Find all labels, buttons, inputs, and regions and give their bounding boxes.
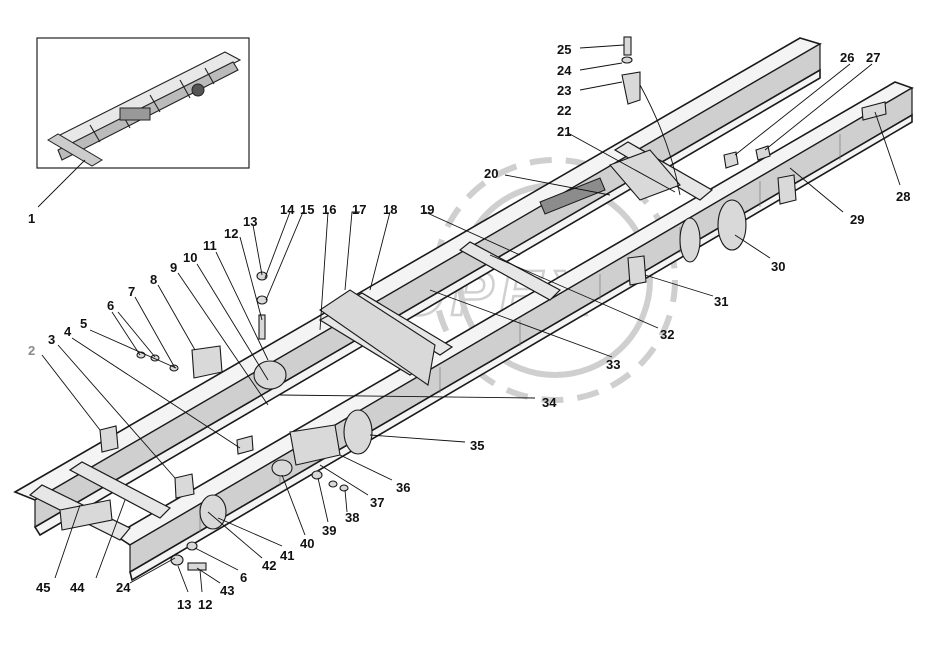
callout-24: 24 (557, 63, 572, 78)
callout-25: 25 (557, 42, 571, 57)
callout-37: 37 (370, 495, 384, 510)
callout-35: 35 (470, 438, 484, 453)
callout-14: 14 (280, 202, 295, 217)
callout-28: 28 (896, 189, 910, 204)
callout-12-lower: 12 (198, 597, 212, 612)
callout-9: 9 (170, 260, 177, 275)
callout-36: 36 (396, 480, 410, 495)
callout-33: 33 (606, 357, 620, 372)
callout-7: 7 (128, 284, 135, 299)
callout-42: 42 (262, 558, 276, 573)
callout-5: 5 (80, 316, 87, 331)
callout-32: 32 (660, 327, 674, 342)
callout-13-lower: 13 (177, 597, 191, 612)
callout-8: 8 (150, 272, 157, 287)
callout-34: 34 (542, 395, 557, 410)
callout-23: 23 (557, 83, 571, 98)
callout-30: 30 (771, 259, 785, 274)
callout-44: 44 (70, 580, 85, 595)
callout-6-lower: 6 (240, 570, 247, 585)
callout-27: 27 (866, 50, 880, 65)
callout-19: 19 (420, 202, 434, 217)
callout-6: 6 (107, 298, 114, 313)
callout-22: 22 (557, 103, 571, 118)
callout-17: 17 (352, 202, 366, 217)
overview-inset (36, 37, 250, 169)
callout-3: 3 (48, 332, 55, 347)
callout-12: 12 (224, 226, 238, 241)
callout-16: 16 (322, 202, 336, 217)
callout-43: 43 (220, 583, 234, 598)
callout-41: 41 (280, 548, 294, 563)
callout-labels: 1 2 3 4 5 6 7 8 9 10 11 12 13 14 15 16 1… (28, 42, 910, 612)
callout-18: 18 (383, 202, 397, 217)
callout-40: 40 (300, 536, 314, 551)
callout-20: 20 (484, 166, 498, 181)
leader-lines (37, 44, 901, 593)
callout-26: 26 (840, 50, 854, 65)
callout-21: 21 (557, 124, 571, 139)
callout-31: 31 (714, 294, 728, 309)
callout-1: 1 (28, 211, 35, 226)
callout-24-lower: 24 (116, 580, 131, 595)
frame-parts (59, 36, 887, 571)
callout-10: 10 (183, 250, 197, 265)
callout-45: 45 (36, 580, 50, 595)
callout-29: 29 (850, 212, 864, 227)
callout-11: 11 (203, 238, 217, 253)
callout-2: 2 (28, 343, 35, 358)
callout-38: 38 (345, 510, 359, 525)
callout-39: 39 (322, 523, 336, 538)
callout-4: 4 (64, 324, 72, 339)
callout-13: 13 (243, 214, 257, 229)
callout-15: 15 (300, 202, 314, 217)
